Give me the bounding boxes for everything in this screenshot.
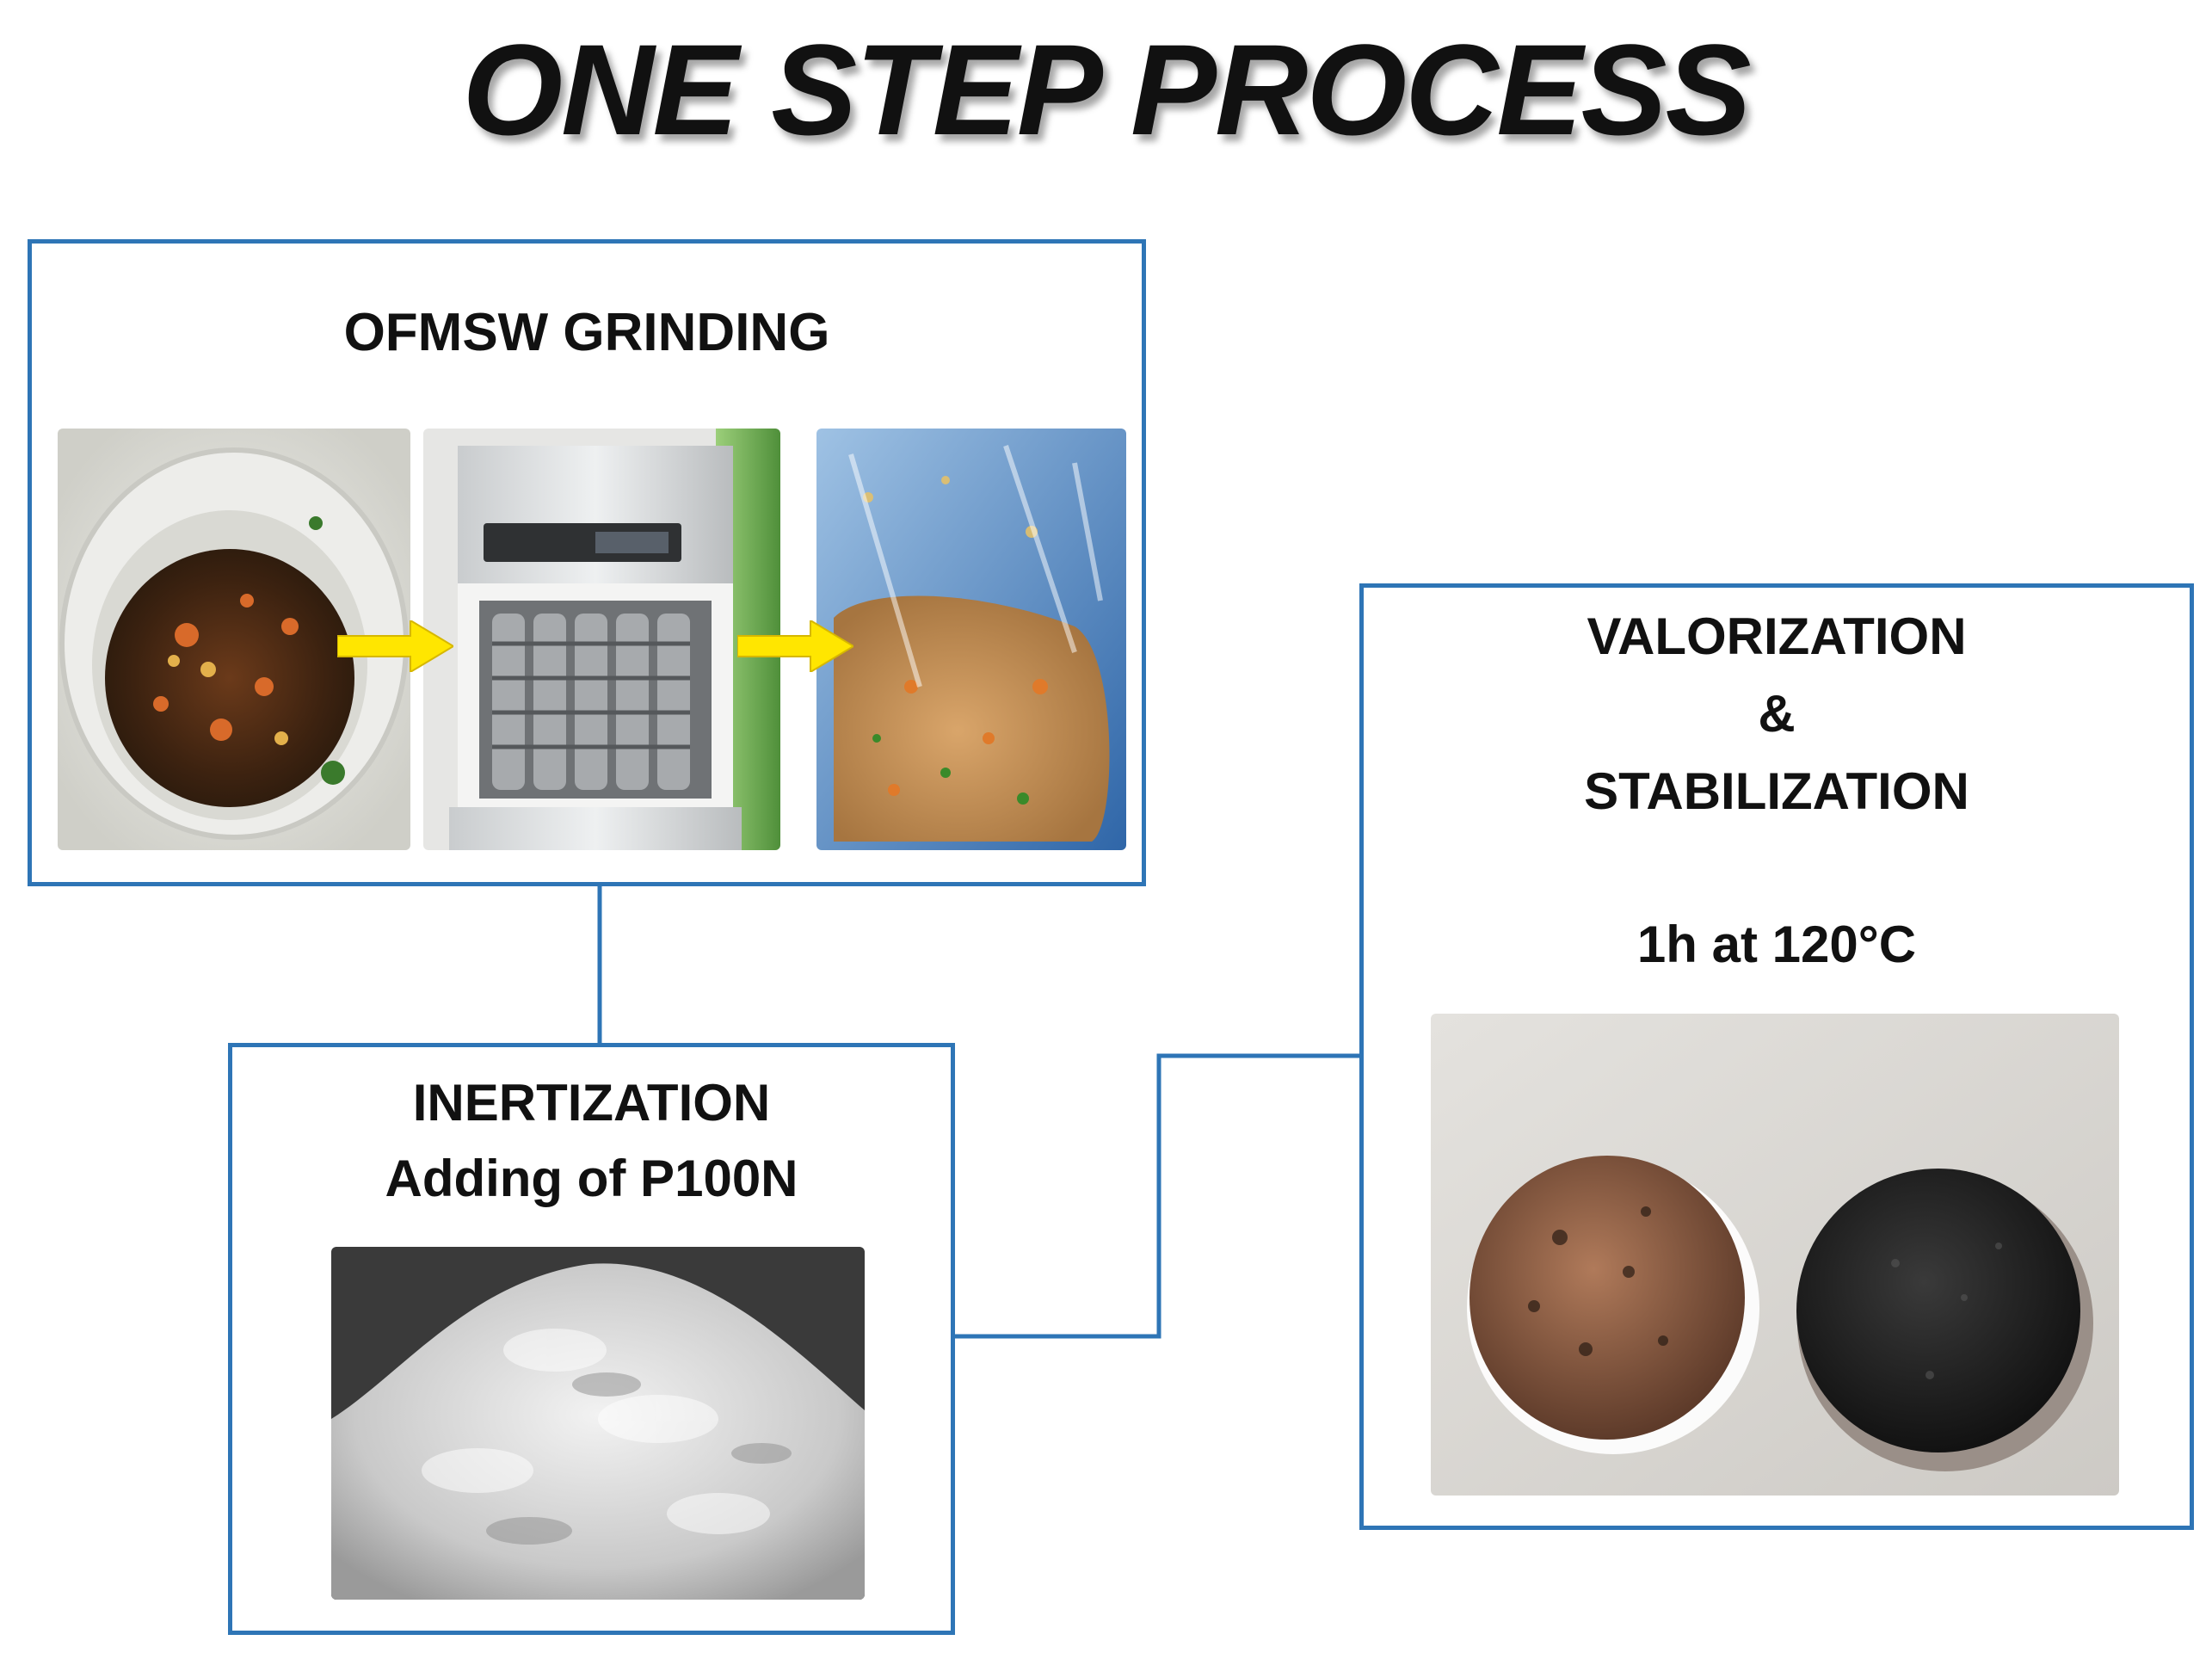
inertization-box: INERTIZATION Adding of P100N <box>228 1043 955 1635</box>
inertization-sublabel: Adding of P100N <box>385 1150 798 1207</box>
stabilization-label: STABILIZATION <box>1584 762 1969 820</box>
diagram-title: ONE STEP PROCESS <box>462 17 1751 162</box>
valorization-label: VALORIZATION <box>1587 607 1967 665</box>
valorization-box: VALORIZATION & STABILIZATION 1h at 120°C <box>1359 583 2194 1530</box>
grinding-box: OFMSW GRINDING <box>28 239 1146 886</box>
connector-inertization-to-valorization <box>955 1053 1359 1339</box>
ground-waste-bag-photo <box>816 429 1126 850</box>
treatment-condition-label: 1h at 120°C <box>1636 916 1917 973</box>
stabilized-samples-photo <box>1431 1014 2119 1496</box>
arrow-right-icon <box>737 620 853 672</box>
grinding-label: OFMSW GRINDING <box>343 303 830 362</box>
p100n-powder-photo <box>331 1247 865 1600</box>
ampersand-label: & <box>1758 685 1796 743</box>
waste-bucket-photo <box>58 429 410 850</box>
inertization-label: INERTIZATION <box>412 1074 771 1132</box>
arrow-right-icon <box>337 620 453 672</box>
grinder-machine-photo <box>423 429 780 850</box>
